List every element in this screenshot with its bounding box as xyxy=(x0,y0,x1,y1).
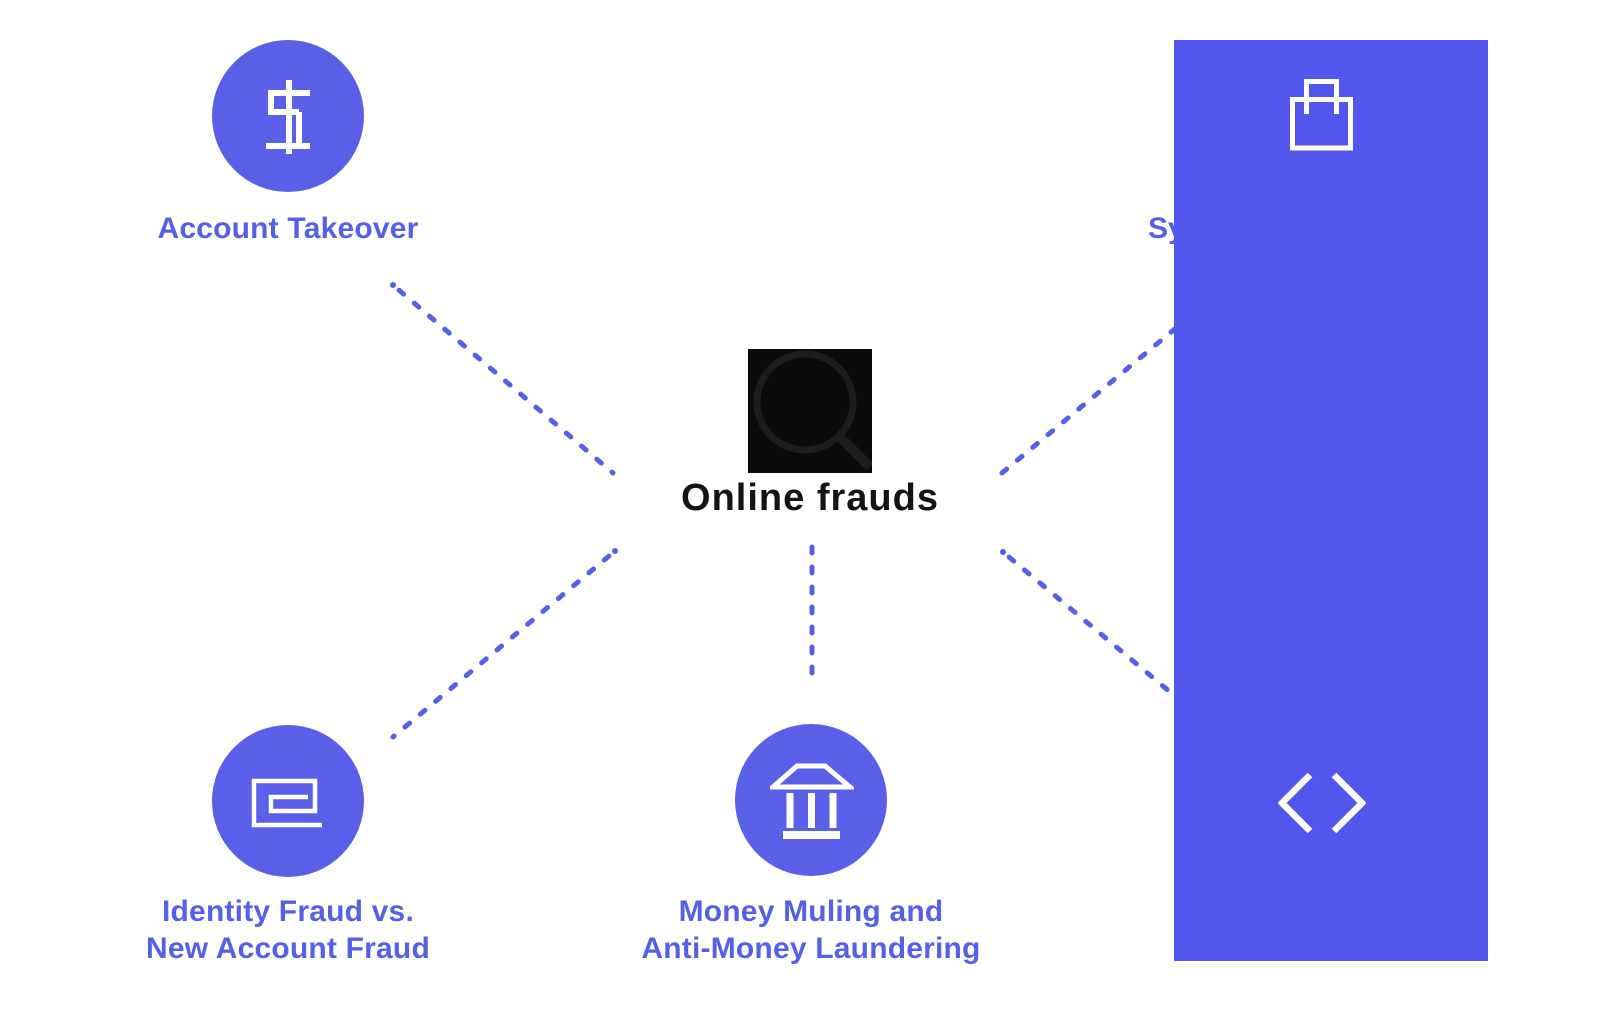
shopping-bag-icon xyxy=(1290,79,1353,151)
connector-top-left xyxy=(390,282,616,476)
connector-dot xyxy=(1000,549,1006,555)
center-node-square xyxy=(748,349,874,473)
magnifier-icon xyxy=(753,350,874,471)
identity-fraud-label-line1: Identity Fraud vs. xyxy=(162,895,414,928)
connector-dot xyxy=(612,548,618,554)
center-title: Online frauds xyxy=(681,477,939,519)
identity-fraud-label-line2: New Account Fraud xyxy=(146,932,430,965)
money-muling-label: Money Muling and Anti-Money Laundering xyxy=(611,893,1011,967)
dollar-icon xyxy=(266,80,310,154)
spiral-e-icon xyxy=(251,778,322,828)
identity-fraud-label: Identity Fraud vs. New Account Fraud xyxy=(88,893,488,967)
money-muling-label-line1: Money Muling and xyxy=(678,895,944,928)
connector-dot xyxy=(390,282,396,288)
money-muling-label-line2: Anti-Money Laundering xyxy=(641,932,981,965)
connector-top-right xyxy=(999,325,1179,476)
bank-icon xyxy=(770,763,854,839)
account-takeover-label: Account Takeover xyxy=(157,212,419,245)
side-panel-overlay xyxy=(1174,40,1488,961)
connector-bottom-left xyxy=(390,548,618,740)
code-icon xyxy=(1278,772,1366,834)
identity-fraud-circle xyxy=(212,725,364,877)
connector-bottom-right xyxy=(1000,549,1179,700)
